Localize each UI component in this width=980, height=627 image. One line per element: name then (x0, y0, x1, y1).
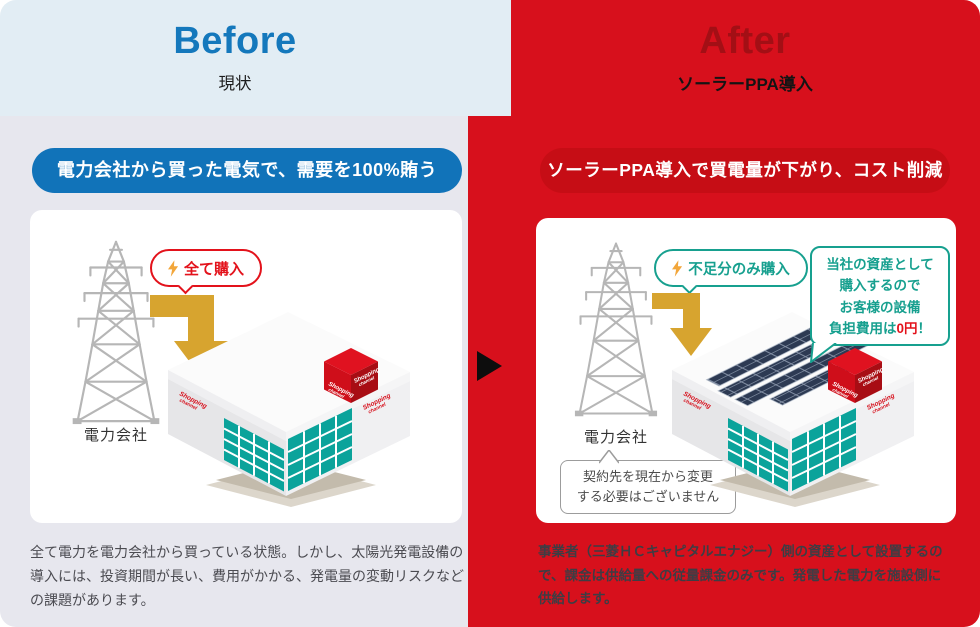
before-title: Before (173, 20, 297, 62)
contract-note-line2: する必要はございません (576, 489, 720, 505)
before-subtitle: 現状 (218, 75, 252, 93)
after-caption: 事業者（三菱ＨＣキャピタルエナジー）側の資産として設置するので、課金は供給量への… (538, 544, 943, 607)
bubble-tail (810, 342, 837, 363)
warehouse-building-icon (166, 300, 416, 515)
zero-cost-line3: お客様の設備 (839, 299, 921, 315)
contract-note-line1: 契約先を現在から変更 (582, 469, 713, 484)
before-panel-header (0, 0, 511, 116)
before-banner: 電力会社から買った電気で、需要を100%賄う (32, 148, 462, 193)
purchase-shortfall-bubble: 不足分のみ購入 (654, 249, 808, 295)
contract-note-bubble: 契約先を現在から変更 する必要はございません (560, 449, 736, 514)
before-after-arrow-icon (477, 351, 502, 381)
zero-cost-line4: 負担費用は0円！ (828, 320, 931, 336)
lightning-icon (168, 260, 179, 277)
zero-cost-line1: 当社の資産として (826, 257, 934, 272)
after-banner: ソーラーPPA導入で買電量が下がり、コスト削減 (540, 148, 950, 193)
before-caption: 全て電力を電力会社から買っている状態。しかし、太陽光発電設備の導入には、投資期間… (30, 544, 464, 609)
power-company-label: 電力会社 (583, 429, 648, 446)
purchase-all-label: 全て購入 (183, 260, 244, 278)
after-title: After (699, 20, 791, 62)
zero-cost-line2: 購入するので (839, 278, 921, 294)
lightning-icon (672, 260, 683, 277)
purchase-shortfall-label: 不足分のみ購入 (688, 261, 790, 278)
power-company-label: 電力会社 (83, 427, 148, 444)
zero-yen-highlight: 0円 (896, 320, 918, 336)
bubble-tail (599, 449, 619, 463)
purchase-all-bubble: 全て購入 (150, 249, 262, 295)
after-subtitle: ソーラーPPA導入 (677, 75, 813, 94)
zero-cost-bubble: 当社の資産として 購入するので お客様の設備 負担費用は0円！ (810, 246, 950, 363)
